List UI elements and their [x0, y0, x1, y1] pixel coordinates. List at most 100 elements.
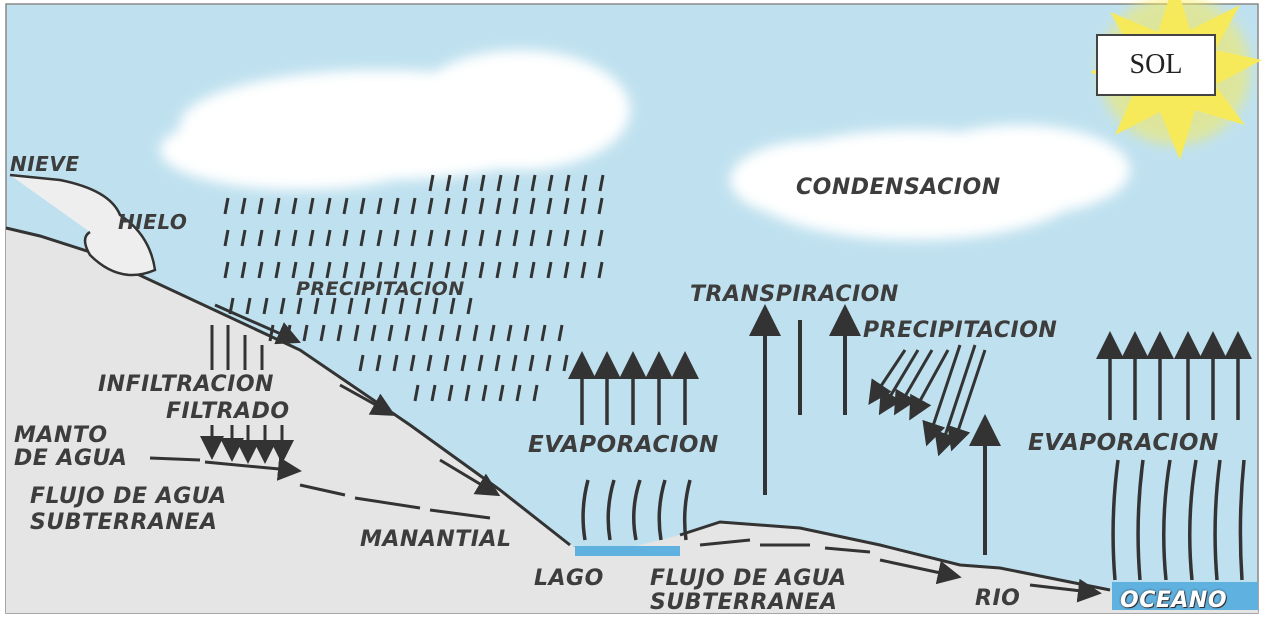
rain-drop: [580, 197, 587, 215]
rain-drop: [393, 197, 400, 215]
rain-drop: [545, 354, 552, 372]
rain-drop: [496, 174, 503, 192]
label-hielo: HIELO: [118, 210, 188, 234]
rain-drop: [359, 229, 366, 247]
evaporation-lake-arrows: [568, 351, 699, 541]
rain-drop: [443, 354, 450, 372]
rain-drop: [274, 197, 281, 215]
rain-drop: [376, 197, 383, 215]
rain-drop: [472, 324, 479, 342]
rain-drop: [494, 354, 501, 372]
label-precipitacion-left: PRECIPITACION: [296, 278, 465, 300]
rain-drop: [581, 174, 588, 192]
rain-drop: [325, 229, 332, 247]
rain-drop: [428, 174, 435, 192]
rain-drop: [421, 324, 428, 342]
rain-drop: [342, 197, 349, 215]
rain-drop: [529, 229, 536, 247]
rain-drop: [506, 324, 513, 342]
rain-drop: [460, 354, 467, 372]
rain-drop: [223, 197, 230, 215]
rain-drop: [426, 354, 433, 372]
rain-drop: [562, 354, 569, 372]
rain-drop: [325, 261, 332, 279]
label-transpiracion: TRANSPIRACION: [690, 282, 899, 307]
rain-drop: [455, 324, 462, 342]
rain-drop: [444, 261, 451, 279]
rain-drop: [342, 261, 349, 279]
rain-drop: [597, 261, 604, 279]
lake-water-body: [575, 546, 680, 556]
rain-drop: [461, 197, 468, 215]
rain-drop: [495, 197, 502, 215]
rain-drop: [347, 297, 354, 315]
sun-label-box: SOL: [1096, 34, 1216, 96]
rain-drop: [598, 174, 605, 192]
rain-drop: [257, 261, 264, 279]
evaporation-ocean-arrows: [1096, 331, 1252, 581]
rain-drop: [528, 354, 535, 372]
rain-drop: [477, 354, 484, 372]
rain-right: [868, 344, 987, 457]
label-manto-line1: MANTO: [14, 423, 108, 448]
rain-drop: [262, 297, 269, 315]
flow-arrows: [149, 303, 1102, 603]
rain-drop: [464, 384, 471, 402]
rain-drop: [393, 261, 400, 279]
rain-drop: [308, 261, 315, 279]
rain-drop: [427, 229, 434, 247]
rain-drop: [342, 229, 349, 247]
rain-drop: [257, 197, 264, 215]
rain-drop: [274, 261, 281, 279]
rain-drop: [381, 297, 388, 315]
label-precipitacion-right: PRECIPITACION: [863, 318, 1058, 343]
rain-drop: [489, 324, 496, 342]
rain-drop: [427, 261, 434, 279]
rain-drop: [245, 297, 252, 315]
rain-drop: [530, 174, 537, 192]
rain-drop: [580, 229, 587, 247]
rain-drop: [498, 384, 505, 402]
rain-drop: [359, 261, 366, 279]
label-evaporacion-ocean: EVAPORACION: [1028, 430, 1219, 456]
rain-drop: [291, 197, 298, 215]
rain-drop: [430, 384, 437, 402]
rain-drop: [325, 197, 332, 215]
rain-drop: [291, 261, 298, 279]
ground: [6, 228, 1258, 613]
label-evaporacion-lake: EVAPORACION: [528, 432, 719, 458]
rain-drop: [597, 197, 604, 215]
rain-drop: [564, 174, 571, 192]
label-lago: LAGO: [534, 566, 604, 591]
rain-drop: [532, 384, 539, 402]
rain-drop: [466, 297, 473, 315]
rain-drop: [308, 229, 315, 247]
rain-drop: [432, 297, 439, 315]
rain-drop: [364, 297, 371, 315]
rain-drop: [376, 229, 383, 247]
rain-drop: [240, 229, 247, 247]
label-flujo-left-line2: SUBTERRANEA: [30, 510, 218, 535]
label-manantial: MANANTIAL: [360, 527, 512, 552]
rain-drop: [359, 197, 366, 215]
rain-drop: [319, 324, 326, 342]
rain-drop: [563, 229, 570, 247]
rain-drop: [449, 297, 456, 315]
rain-drop: [313, 297, 320, 315]
rain-drop: [274, 229, 281, 247]
label-condensacion: CONDENSACION: [796, 175, 1001, 200]
rain-drop: [529, 197, 536, 215]
rain-drop: [478, 197, 485, 215]
label-manto-line2: DE AGUA: [14, 446, 128, 471]
label-rio: RIO: [975, 586, 1021, 611]
rain-drop: [515, 384, 522, 402]
rain-drop: [257, 229, 264, 247]
rain-drop: [461, 261, 468, 279]
rain-drop: [336, 324, 343, 342]
label-flujo-left-line1: FLUJO DE AGUA: [30, 484, 227, 509]
rain-drop: [512, 197, 519, 215]
rain-drop: [478, 261, 485, 279]
rain-drop: [445, 174, 452, 192]
rain-drop: [392, 354, 399, 372]
rain-drop: [398, 297, 405, 315]
